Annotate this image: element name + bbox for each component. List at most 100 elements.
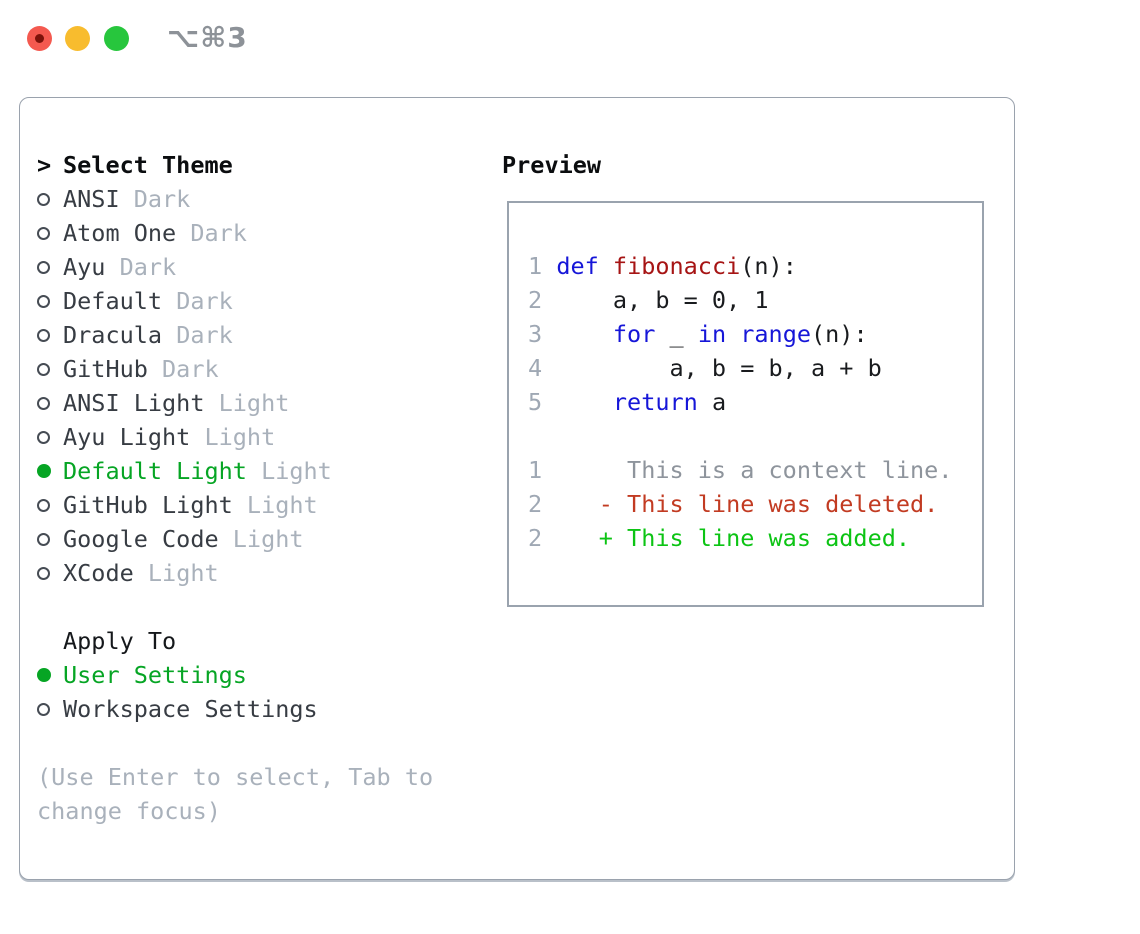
radio-unselected-icon (37, 294, 50, 308)
line-number: 3 (528, 320, 543, 348)
theme-variant: Dark (105, 253, 177, 281)
help-text: (Use Enter to select, Tab to (37, 763, 434, 791)
line-number: 1 (528, 456, 543, 484)
theme-option[interactable]: Dracula Dark (37, 318, 433, 352)
apply-option[interactable]: User Settings (37, 658, 433, 692)
theme-name: ANSI (63, 185, 120, 213)
code-line: 2 a, b = 0, 1 (528, 283, 952, 317)
radio-unselected-icon (37, 362, 50, 376)
theme-variant: Light (190, 423, 276, 451)
theme-option[interactable]: Default Dark (37, 284, 433, 318)
theme-name: ANSI Light (63, 389, 205, 417)
close-button[interactable] (27, 26, 52, 51)
line-content: This is a context line. (542, 456, 952, 484)
code-token: def (556, 252, 599, 280)
theme-name: Dracula (63, 321, 163, 349)
line-number: 2 (528, 490, 543, 518)
line-number: 2 (528, 524, 543, 552)
radio-cell (37, 226, 63, 240)
line-number: 5 (528, 388, 543, 416)
line-content: def fibonacci(n): (542, 252, 797, 280)
radio-unselected-icon (37, 260, 50, 274)
theme-variant: Light (218, 525, 304, 553)
code-token: (n): (740, 252, 797, 280)
code-token (542, 388, 613, 416)
radio-unselected-icon (37, 396, 50, 410)
radio-selected-icon (37, 464, 51, 478)
line-content: a, b = 0, 1 (542, 286, 769, 314)
code-line: 3 for _ in range(n): (528, 317, 952, 351)
radio-cell (37, 396, 63, 410)
theme-list-header: >Select Theme (37, 148, 433, 182)
code-token: This is a context line. (542, 456, 953, 484)
code-token: - This line was deleted. (542, 490, 939, 518)
apply-option-label: Workspace Settings (63, 695, 318, 723)
radio-cell (37, 260, 63, 274)
radio-cell (37, 566, 63, 580)
titlebar: ⌥⌘3 (0, 0, 1140, 76)
radio-cell (37, 668, 63, 682)
apply-to-title: Apply To (63, 627, 177, 655)
radio-unselected-icon (37, 192, 50, 206)
theme-variant: Light (232, 491, 318, 519)
zoom-button[interactable] (104, 26, 129, 51)
radio-cell (37, 430, 63, 444)
radio-unselected-icon (37, 328, 50, 342)
line-content: return a (542, 388, 726, 416)
line-content: + This line was added. (542, 524, 910, 552)
theme-option[interactable]: ANSI Light Light (37, 386, 433, 420)
theme-variant: Dark (176, 219, 247, 247)
theme-option[interactable]: Default Light Light (37, 454, 433, 488)
added-line: 2 + This line was added. (528, 521, 952, 555)
deleted-line: 2 - This line was deleted. (528, 487, 952, 521)
code-token: + This line was added. (542, 524, 911, 552)
theme-option[interactable]: Google Code Light (37, 522, 433, 556)
cursor-chevron-icon: > (37, 151, 52, 179)
theme-name: Default (63, 287, 163, 315)
radio-unselected-icon (37, 226, 50, 240)
code-token: return (612, 388, 698, 416)
radio-cell (37, 362, 63, 376)
code-line: 1 def fibonacci(n): (528, 249, 952, 283)
theme-option[interactable]: ANSI Dark (37, 182, 433, 216)
apply-option[interactable]: Workspace Settings (37, 692, 433, 726)
theme-name: Google Code (63, 525, 219, 553)
theme-option[interactable]: Ayu Light Light (37, 420, 433, 454)
theme-variant: Dark (162, 321, 233, 349)
theme-name: XCode (63, 559, 134, 587)
theme-name: Default Light (63, 457, 247, 485)
radio-cell (37, 702, 63, 716)
close-modified-dot-icon (35, 34, 44, 43)
line-content: a, b = b, a + b (542, 354, 881, 382)
minimize-button[interactable] (65, 26, 90, 51)
radio-selected-icon (37, 668, 51, 682)
theme-name: GitHub (63, 355, 148, 383)
theme-option[interactable]: GitHub Dark (37, 352, 433, 386)
code-token: fibonacci (612, 252, 741, 280)
code-token (542, 320, 613, 348)
theme-option[interactable]: GitHub Light Light (37, 488, 433, 522)
focus-cursor: > (37, 151, 63, 179)
context-line: 1 This is a context line. (528, 453, 952, 487)
help-text: change focus) (37, 797, 221, 825)
radio-unselected-icon (37, 498, 50, 512)
theme-option[interactable]: Ayu Dark (37, 250, 433, 284)
theme-variant: Dark (147, 355, 219, 383)
theme-option[interactable]: Atom One Dark (37, 216, 433, 250)
radio-cell (37, 328, 63, 342)
theme-variant: Dark (119, 185, 191, 213)
apply-option-label: User Settings (63, 661, 247, 689)
blank-line (528, 419, 952, 453)
radio-unselected-icon (37, 702, 50, 716)
window-title: ⌥⌘3 (167, 21, 248, 54)
theme-option[interactable]: XCode Light (37, 556, 433, 590)
radio-unselected-icon (37, 532, 50, 546)
code-token: a (697, 388, 727, 416)
theme-variant: Dark (162, 287, 233, 315)
radio-cell (37, 294, 63, 308)
